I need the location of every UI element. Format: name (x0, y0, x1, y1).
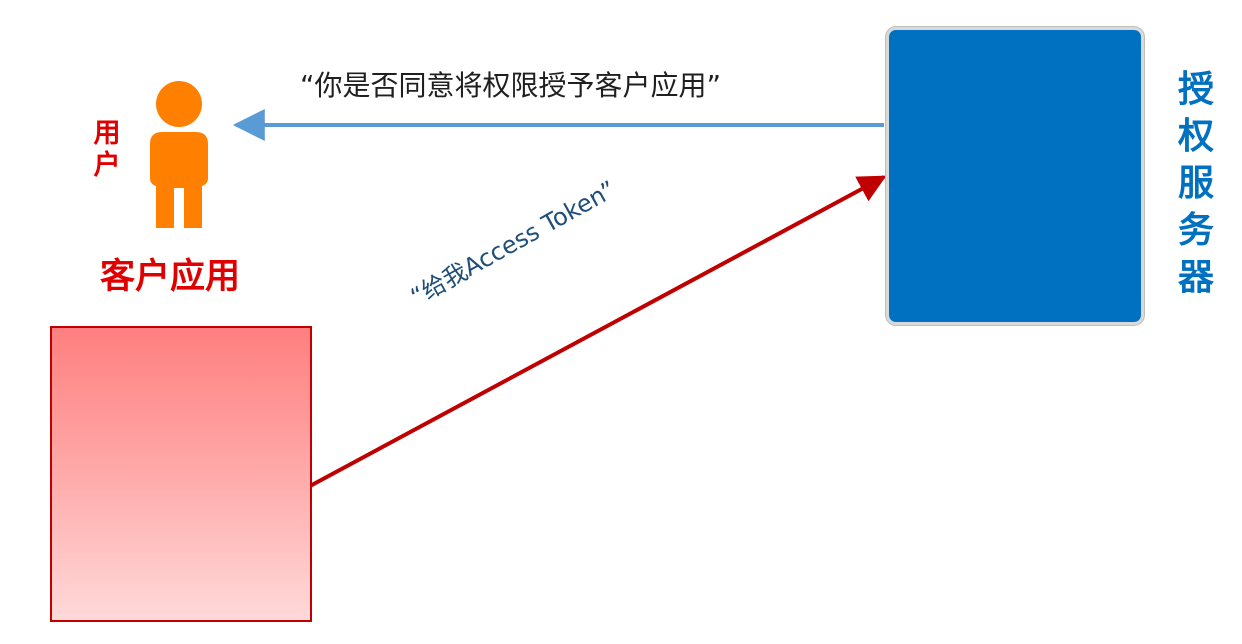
consent-question-text: “你是否同意将权限授予客户应用” (300, 69, 722, 102)
client-app-box (50, 326, 312, 622)
client-app-title: 客户应用 (100, 257, 241, 297)
user-label: 用户 (93, 118, 121, 181)
token-request-arrow (309, 175, 887, 488)
auth-server-title: 授权服务器 (1177, 69, 1214, 298)
auth-server-box (886, 27, 1144, 325)
person-icon (150, 81, 208, 228)
